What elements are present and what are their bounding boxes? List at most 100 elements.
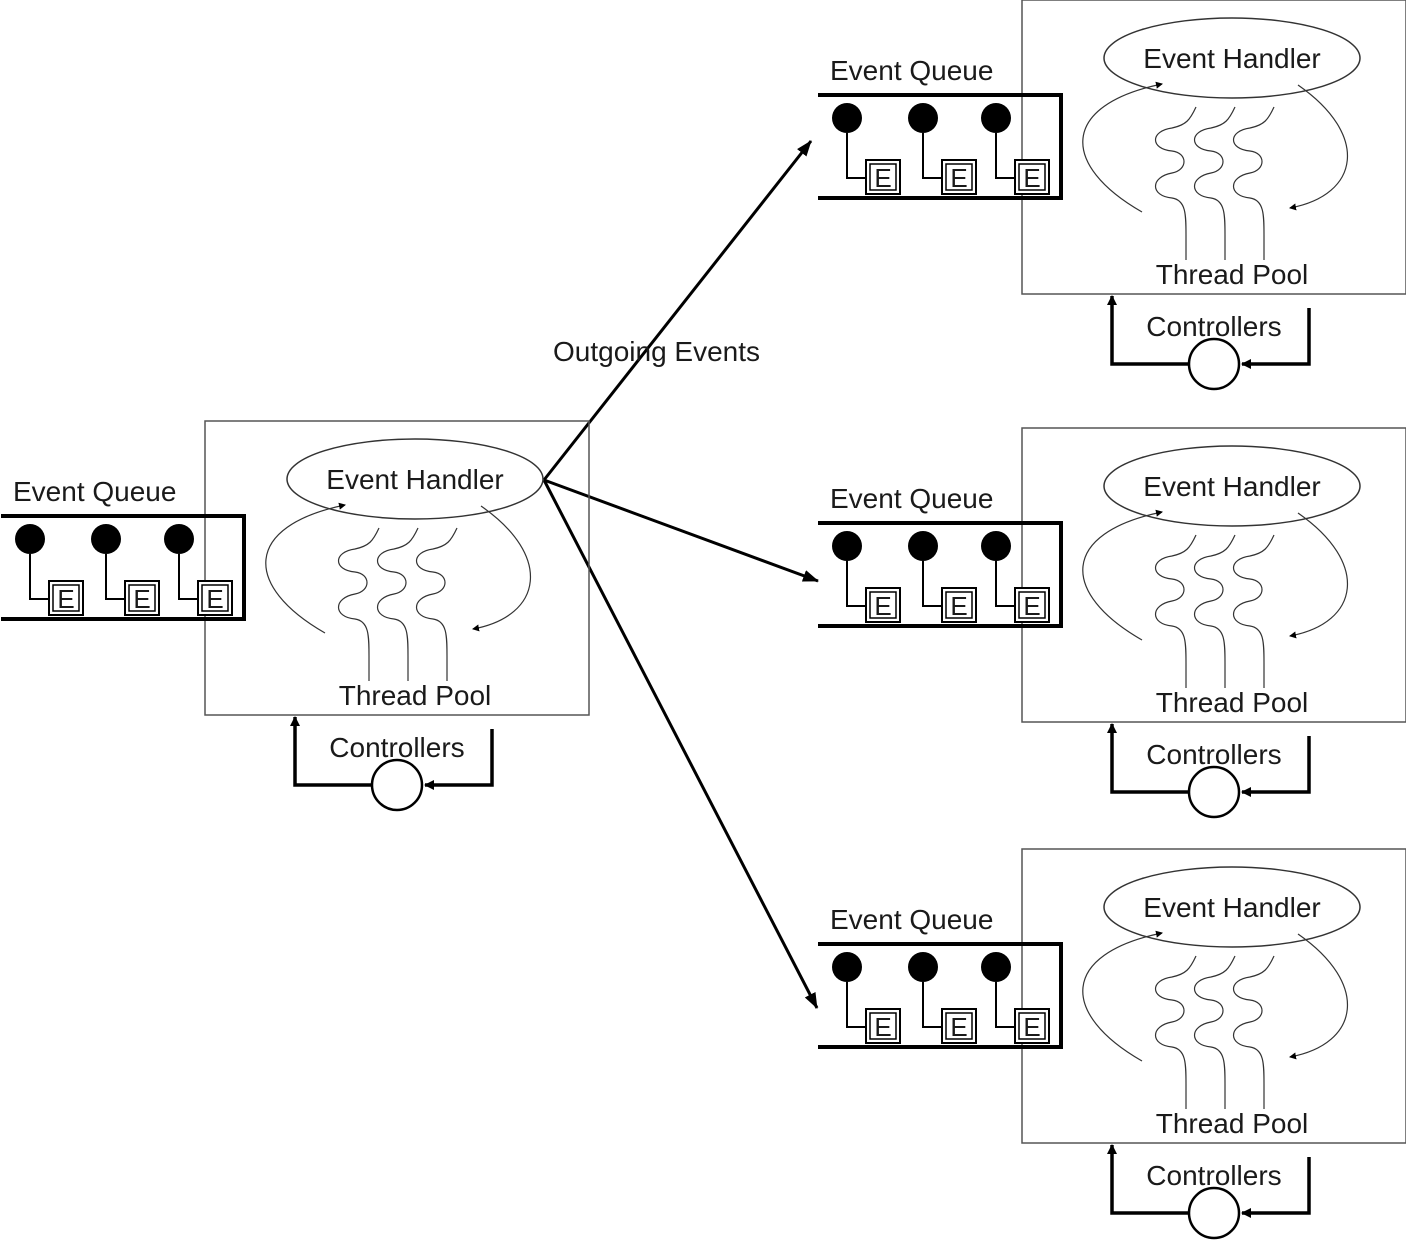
event-item-label: E (57, 584, 74, 614)
event-box-outer (48, 580, 84, 616)
controller-feedback-left (1107, 1144, 1188, 1215)
event-handler-label: Event Handler (1143, 43, 1320, 74)
event-connector (922, 133, 942, 179)
stage-target-3: Event Handler Thread Pool Event Queue E (818, 848, 1406, 1240)
event-box-outer (865, 1008, 901, 1044)
thread-pool-label: Thread Pool (339, 680, 492, 711)
controllers-label: Controllers (329, 732, 464, 763)
thread-pool-icon (1154, 955, 1275, 1109)
stage-box (204, 420, 590, 716)
event-connector (922, 561, 942, 607)
event-item-label: E (1023, 163, 1040, 193)
event-handler-ellipse (1103, 445, 1361, 527)
event-box-inner (128, 584, 156, 612)
controller-feedback-left (1107, 723, 1188, 794)
event-queue-label: Event Queue (830, 904, 993, 935)
event-item-label: E (206, 584, 223, 614)
stage-body: Event Handler Thread Pool (204, 420, 590, 716)
event-queue: Event Queue E E E (1, 476, 246, 621)
event-box-inner (201, 584, 229, 612)
event-box-outer (1014, 587, 1050, 623)
event-box-outer (941, 1008, 977, 1044)
controller-node (1187, 765, 1241, 819)
event-queue: Event Queue E E E (818, 904, 1063, 1049)
event-connector (846, 561, 866, 607)
event-connector (995, 133, 1015, 179)
event-queue-bracket (1, 514, 246, 621)
event-connector (178, 554, 198, 600)
event-dot (908, 952, 938, 982)
return-curve-icon (1289, 84, 1349, 211)
queue-item: E (981, 103, 1050, 195)
event-dot (908, 103, 938, 133)
event-connector (846, 982, 866, 1028)
event-box-inner (945, 591, 973, 619)
event-box-outer (865, 159, 901, 195)
controller-node (1187, 1186, 1241, 1240)
return-curve-icon (472, 505, 532, 632)
event-dot (832, 952, 862, 982)
event-connector (922, 982, 942, 1028)
return-curve-icon (1289, 512, 1349, 639)
event-dot (164, 524, 194, 554)
event-connector (846, 133, 866, 179)
outgoing-arrow-middle (543, 478, 819, 583)
outgoing-arrow-bottom (542, 479, 819, 1009)
thread-pool-icon (337, 527, 458, 681)
event-queue: Event Queue E E E (818, 483, 1063, 628)
event-queue-bracket (818, 93, 1063, 200)
controllers-label: Controllers (1146, 1160, 1281, 1191)
controller-node (370, 758, 424, 812)
event-box-outer (941, 587, 977, 623)
thread-pool-label: Thread Pool (1156, 687, 1309, 718)
event-dot (981, 531, 1011, 561)
controller-feedback-right (424, 729, 494, 790)
event-item-label: E (1023, 591, 1040, 621)
event-queue-label: Event Queue (830, 55, 993, 86)
controllers: Controllers (1107, 1144, 1311, 1240)
event-connector (29, 554, 49, 600)
event-box-inner (1018, 591, 1046, 619)
return-curve-icon (1289, 933, 1349, 1060)
stage-box (1021, 0, 1406, 295)
event-box-inner (945, 163, 973, 191)
event-queue: Event Queue E E E (818, 55, 1063, 200)
queue-item: E (908, 103, 977, 195)
queue-item: E (15, 524, 84, 616)
event-box-outer (1014, 159, 1050, 195)
event-box-inner (1018, 163, 1046, 191)
thread-pool-icon (1154, 106, 1275, 260)
event-box-outer (865, 587, 901, 623)
event-handler-ellipse (1103, 17, 1361, 99)
event-dot (981, 952, 1011, 982)
outgoing-events-label: Outgoing Events (553, 336, 760, 367)
event-item-label: E (950, 591, 967, 621)
event-connector (995, 561, 1015, 607)
event-box-inner (869, 591, 897, 619)
event-connector (995, 982, 1015, 1028)
event-item-label: E (874, 163, 891, 193)
event-queue-bracket (818, 521, 1063, 628)
stage-target-2: Event Handler Thread Pool Event Queue E (818, 427, 1406, 819)
controllers: Controllers (290, 716, 494, 812)
event-box-inner (945, 1012, 973, 1040)
controller-feedback-right (1241, 1157, 1311, 1218)
stage-source: Event Handler Thread Pool Event Queue E (1, 420, 590, 812)
controllers-label: Controllers (1146, 739, 1281, 770)
queue-item: E (981, 531, 1050, 623)
event-handler-ellipse (1103, 866, 1361, 948)
stage-box (1021, 427, 1406, 723)
event-dot (832, 103, 862, 133)
controllers: Controllers (1107, 723, 1311, 819)
queue-item: E (91, 524, 160, 616)
event-item-label: E (950, 1012, 967, 1042)
outgoing-event-arrows (542, 140, 819, 1009)
queue-item: E (981, 952, 1050, 1044)
event-box-inner (869, 163, 897, 191)
event-dot (908, 531, 938, 561)
thread-pool-label: Thread Pool (1156, 259, 1309, 290)
controller-feedback-right (1241, 308, 1311, 369)
event-box-outer (1014, 1008, 1050, 1044)
event-box-inner (869, 1012, 897, 1040)
dispatch-curve-icon (1082, 81, 1163, 213)
